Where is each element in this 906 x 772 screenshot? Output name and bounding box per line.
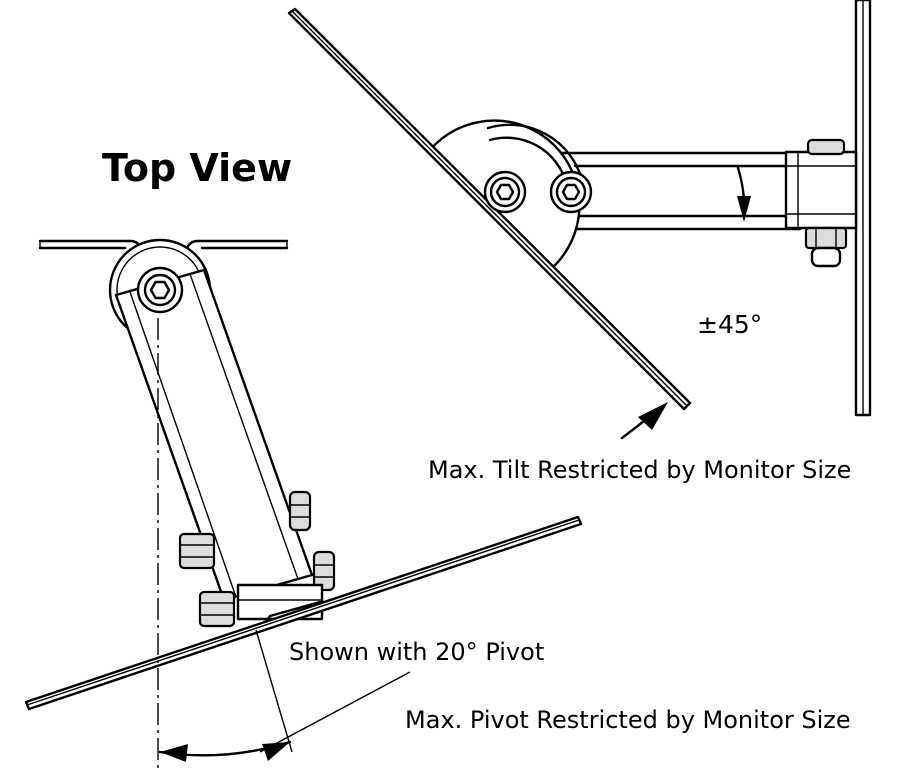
hex-socket-screw-icon — [483, 170, 527, 214]
tilt-arm — [558, 151, 802, 231]
hex-socket-screw-icon — [549, 170, 593, 214]
max-tilt-note: Max. Tilt Restricted by Monitor Size — [428, 456, 852, 484]
hex-socket-screw-icon — [136, 266, 184, 314]
tilt-leader — [620, 402, 668, 440]
view-title: Top View — [102, 146, 293, 190]
max-pivot-note: Max. Pivot Restricted by Monitor Size — [405, 706, 851, 734]
tilt-dimension-arrow — [736, 166, 751, 222]
pivot-leader — [259, 671, 411, 753]
monitor-plate-pivoted — [24, 515, 583, 711]
pivot-extension-line — [255, 629, 293, 753]
tilt-angle-label: ±45° — [697, 310, 763, 339]
wall-plate — [854, 0, 872, 417]
arm-clevis — [784, 138, 858, 268]
tilt-slot — [486, 123, 584, 184]
pivot-shown-label: Shown with 20° Pivot — [289, 638, 545, 666]
monitor-plate-tilted — [287, 7, 692, 411]
hex-nut-icon — [178, 532, 216, 570]
pivot-dimension-arc — [158, 740, 292, 762]
hex-nut-icon — [198, 590, 236, 628]
hex-nut-icon — [312, 550, 336, 592]
hex-nut-icon — [804, 226, 848, 268]
top-view-assembly — [24, 238, 583, 772]
tilt-view-assembly — [287, 0, 872, 440]
hex-nut-icon — [288, 490, 312, 532]
